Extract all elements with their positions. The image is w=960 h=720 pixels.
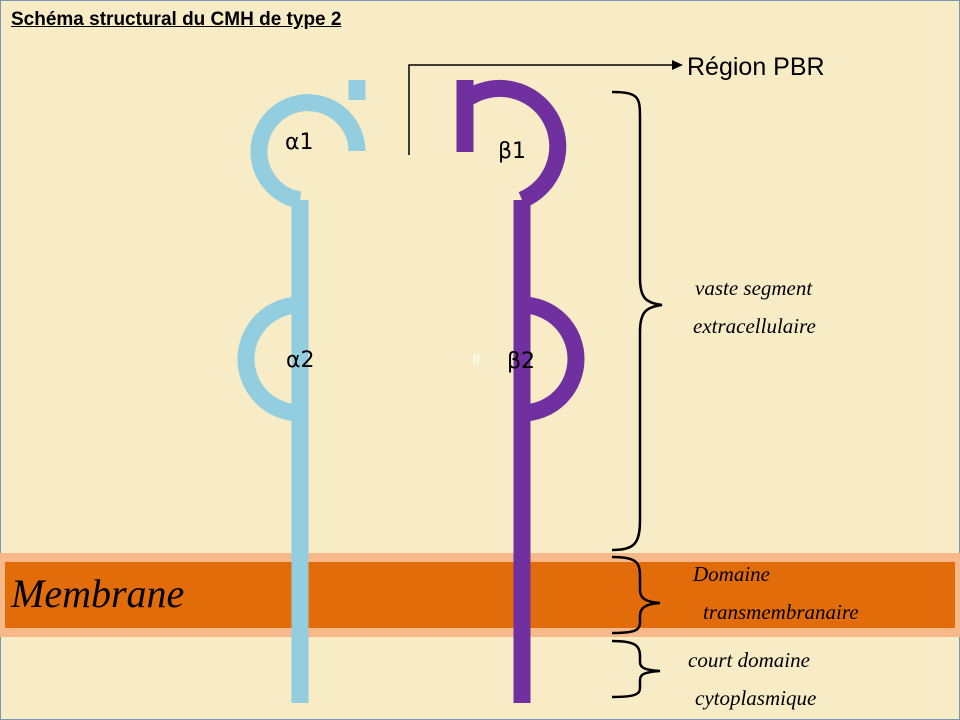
extracellular-label-line2: extracellulaire (693, 314, 816, 338)
alpha1-domain (250, 80, 366, 209)
brace-transmembrane (611, 555, 661, 635)
pbr-arrow (408, 64, 675, 155)
alpha2-label: α2 (286, 348, 315, 373)
stray-text: ff (473, 352, 480, 367)
cytoplasmic-label-line1: court domaine (688, 648, 810, 672)
region-pbr-label: Région PBR (687, 53, 825, 81)
membrane-label: Membrane (11, 571, 185, 616)
brace-cytoplasmic (611, 639, 661, 699)
alpha1-label: α1 (285, 130, 314, 155)
braces (611, 90, 663, 699)
brace-extracellular (611, 90, 663, 552)
cytoplasmic-label-line2: cytoplasmique (695, 686, 817, 710)
slide-title: Schéma structural du CMH de type 2 (11, 9, 342, 30)
membrane-band-core (5, 562, 955, 628)
transmembrane-label-line1: Domaine (693, 562, 770, 586)
beta2-domain (521, 296, 585, 422)
transmembrane-label-line2: transmembranaire (703, 600, 859, 624)
beta1-label: β1 (498, 139, 527, 164)
alpha2-domain (237, 296, 301, 422)
pbr-arrow-head (672, 60, 683, 70)
alpha-chain (237, 80, 366, 703)
beta2-label: β2 (507, 349, 536, 374)
extracellular-label-line1: vaste segment (695, 276, 813, 300)
beta-chain (456, 79, 585, 703)
beta1-domain (456, 79, 567, 208)
